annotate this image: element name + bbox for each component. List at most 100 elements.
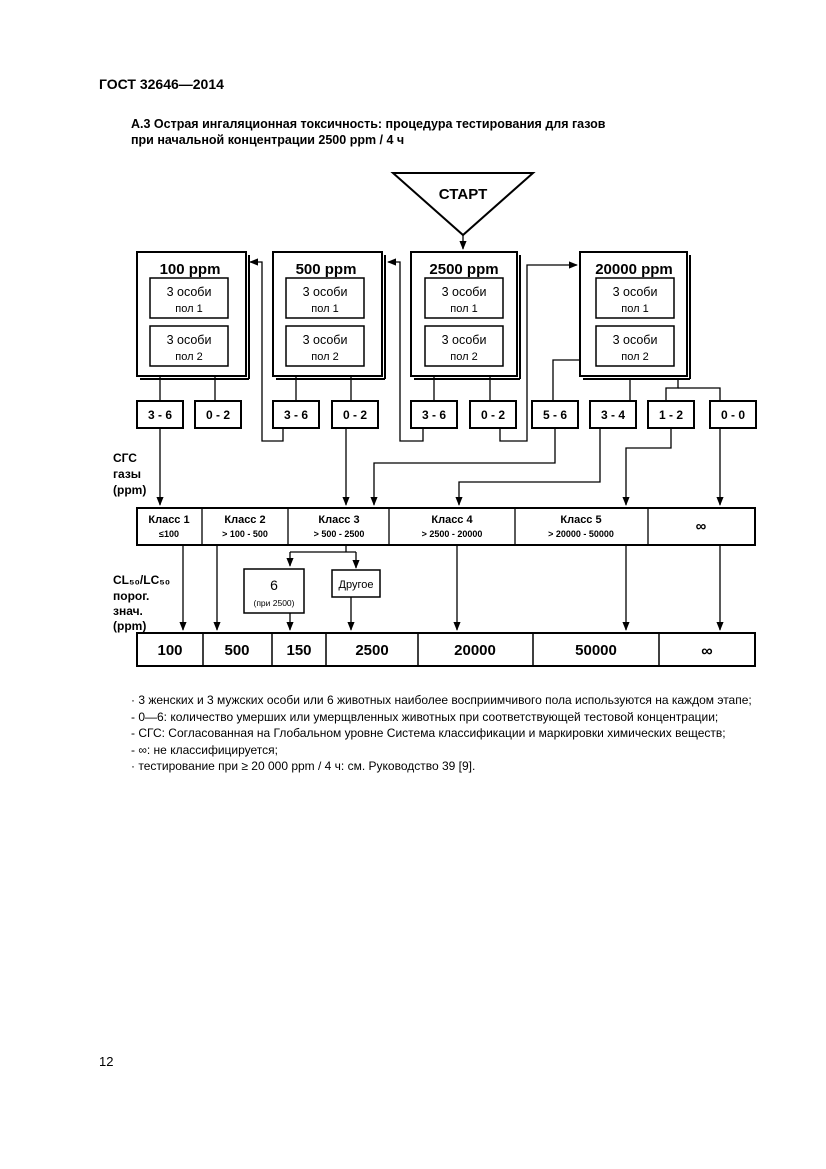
cl-value: 150	[286, 642, 311, 659]
outcome-box: 0 - 2	[194, 400, 242, 429]
group-sex: пол 1	[450, 303, 477, 315]
class-name: Класс 5	[560, 514, 601, 526]
outcome-box: 1 - 2	[647, 400, 695, 429]
group-label: 3 особи	[613, 333, 658, 347]
class-cell: Класс 3 > 500 - 2500	[314, 514, 365, 539]
test-box-100ppm: 100 ppm 3 особи пол 1 3 особи пол 2	[136, 251, 250, 380]
group-label: 3 особи	[167, 285, 212, 299]
note-line: - СГС: Согласованная на Глобальном уровн…	[131, 726, 726, 740]
arrows-to-classes	[156, 428, 724, 506]
class-cell: ∞	[696, 518, 707, 535]
outcome-label: 3 - 6	[422, 408, 446, 422]
cl-label-line: (ppm)	[113, 619, 146, 633]
branch-six-box: 6 (при 2500)	[243, 568, 305, 614]
class-cell: Класс 5 > 20000 - 50000	[548, 514, 614, 539]
group-sex: пол 2	[311, 351, 338, 363]
note-line: - 0—6: количество умерших или умерщвленн…	[131, 709, 719, 724]
note-line: - ∞: не классифицируется;	[131, 742, 278, 757]
cl-value: 50000	[575, 642, 617, 659]
outcome-label: 5 - 6	[543, 408, 567, 422]
class-name: Класс 3	[318, 514, 359, 526]
outcome-box: 0 - 0	[709, 400, 757, 429]
outcome-box: 0 - 2	[469, 400, 517, 429]
branch-six-value: 6	[270, 577, 278, 593]
cl50-label: CL₅₀/LC₅₀ порог. знач. (ppm)	[113, 573, 170, 633]
outcome-box: 5 - 6	[531, 400, 579, 429]
cl-label-line: порог.	[113, 589, 149, 603]
ghs-label-line: СГС	[113, 451, 137, 465]
ghs-label: СГС газы (ppm)	[113, 451, 146, 497]
class-cell: Класс 4 > 2500 - 20000	[422, 514, 483, 539]
test-label-2500ppm: 2500 ppm	[429, 261, 498, 278]
cl-value: 100	[157, 642, 182, 659]
class-name: Класс 1	[148, 514, 189, 526]
group-sex: пол 1	[175, 303, 202, 315]
cl-label-line: CL₅₀/LC₅₀	[113, 573, 170, 587]
arrows-to-values	[179, 545, 724, 631]
ghs-class-band: Класс 1 ≤100 Класс 2 > 100 - 500 Класс 3 > …	[136, 507, 756, 546]
group-label: 3 особи	[167, 333, 212, 347]
outcome-label: 0 - 2	[481, 408, 505, 422]
connectors-to-outcomes	[159, 359, 721, 401]
figure-title-line-1: А.3 Острая ингаляционная токсичность: пр…	[131, 117, 606, 131]
test-label-20000ppm: 20000 ppm	[595, 261, 673, 278]
class-range: ≤100	[159, 529, 179, 539]
feedback-arrows	[249, 258, 578, 442]
class-range: > 100 - 500	[222, 529, 268, 539]
figure-notes: · 3 женских и 3 мужских особи или 6 живо…	[131, 692, 752, 775]
class-name: ∞	[696, 518, 707, 535]
class-range: > 20000 - 50000	[548, 529, 614, 539]
group-sex: пол 2	[621, 351, 648, 363]
class-name: Класс 2	[224, 514, 265, 526]
start-node: СТАРТ	[390, 172, 536, 237]
branch-six-note: (при 2500)	[253, 598, 294, 608]
group-sex: пол 2	[175, 351, 202, 363]
outcome-box: 3 - 6	[272, 400, 320, 429]
group-label: 3 особи	[303, 285, 348, 299]
outcome-box: 3 - 6	[410, 400, 458, 429]
outcome-boxes: 3 - 6 0 - 2 3 - 6 0 - 2 3 - 6 0 - 2 5 - …	[136, 400, 757, 429]
test-box-2500ppm: 2500 ppm 3 особи пол 1 3 особи пол 2	[410, 251, 521, 380]
outcome-label: 3 - 6	[284, 408, 308, 422]
class-name: Класс 4	[431, 514, 473, 526]
test-box-20000ppm: 20000 ppm 3 особи пол 1 3 особи пол 2	[579, 251, 691, 380]
group-sex: пол 1	[621, 303, 648, 315]
class-range: > 500 - 2500	[314, 529, 365, 539]
test-box-500ppm: 500 ppm 3 особи пол 1 3 особи пол 2	[272, 251, 386, 380]
branch-other-box: Другое	[331, 569, 381, 598]
outcome-box: 0 - 2	[331, 400, 379, 429]
group-label: 3 особи	[442, 333, 487, 347]
ghs-label-line: газы	[113, 467, 141, 481]
cl-value: ∞	[701, 643, 712, 660]
group-label: 3 особи	[613, 285, 658, 299]
outcome-label: 0 - 0	[721, 408, 745, 422]
document-header: ГОСТ 32646—2014	[99, 76, 224, 92]
outcome-label: 3 - 4	[601, 408, 625, 422]
outcome-label: 3 - 6	[148, 408, 172, 422]
note-line: · тестирование при ≥ 20 000 ppm / 4 ч: с…	[131, 759, 476, 773]
test-label-100ppm: 100 ppm	[160, 261, 221, 278]
group-label: 3 особи	[442, 285, 487, 299]
class-range: > 2500 - 20000	[422, 529, 483, 539]
class-cell: Класс 1 ≤100	[148, 514, 189, 539]
outcome-label: 0 - 2	[206, 408, 230, 422]
ghs-label-line: (ppm)	[113, 483, 146, 497]
note-line: · 3 женских и 3 мужских особи или 6 живо…	[131, 693, 752, 707]
branch-other-label: Другое	[339, 579, 374, 591]
start-label: СТАРТ	[439, 186, 487, 203]
cl-value: 20000	[454, 642, 496, 659]
group-sex: пол 2	[450, 351, 477, 363]
outcome-box: 3 - 6	[136, 400, 184, 429]
cl-label-line: знач.	[113, 604, 143, 618]
cl-value: 2500	[355, 642, 388, 659]
page-number: 12	[99, 1054, 114, 1069]
figure-title-line-2: при начальной концентрации 2500 ppm / 4 …	[131, 133, 405, 147]
outcome-box: 3 - 4	[589, 400, 637, 429]
outcome-label: 0 - 2	[343, 408, 367, 422]
cl-value: 500	[224, 642, 249, 659]
test-label-500ppm: 500 ppm	[296, 261, 357, 278]
figure-title: А.3 Острая ингаляционная токсичность: пр…	[131, 116, 606, 148]
outcome-label: 1 - 2	[659, 408, 683, 422]
class-cell: Класс 2 > 100 - 500	[222, 514, 268, 539]
